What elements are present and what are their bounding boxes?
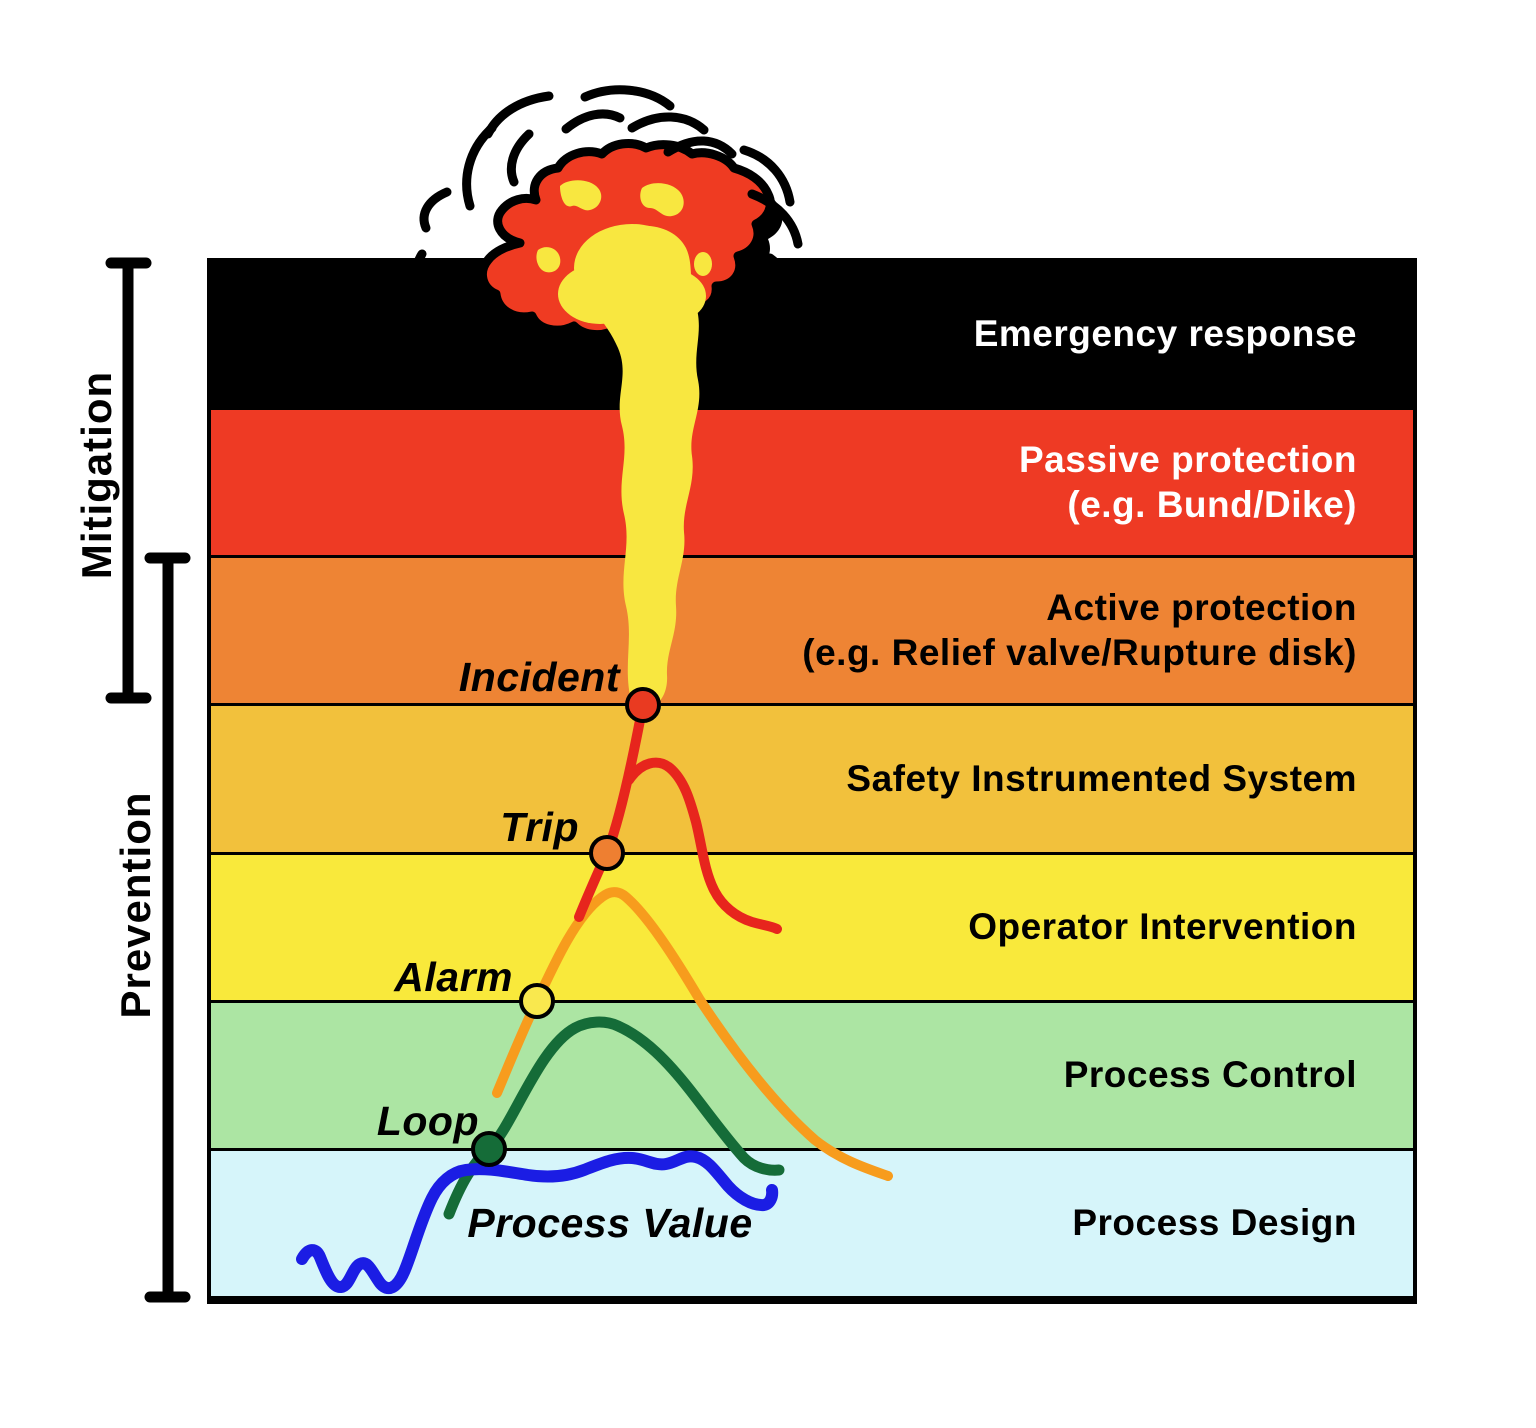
band-label: Emergency response — [973, 313, 1357, 355]
band-operator-intervention: Operator Intervention — [211, 854, 1413, 1003]
band-emergency-response: Emergency response — [211, 262, 1413, 411]
prevention-label: Prevention — [112, 791, 159, 1019]
band-label: Process Control — [1063, 1054, 1357, 1096]
shock-arc — [483, 91, 554, 139]
shock-arc — [663, 136, 737, 159]
trip-label: Trip — [500, 804, 579, 850]
shock-arc — [561, 109, 625, 134]
band-label-line2: (e.g. Relief valve/Rupture disk) — [802, 631, 1357, 673]
band-label: Active protection — [1046, 587, 1357, 629]
band-process-design: Process Design — [211, 1150, 1413, 1296]
alarm-label: Alarm — [394, 954, 513, 1000]
shock-arc — [739, 145, 795, 207]
band-active-protection: Active protection (e.g. Relief valve/Rup… — [211, 558, 1413, 707]
shock-arc — [419, 187, 452, 233]
shock-arc — [627, 112, 709, 135]
loop-label: Loop — [376, 1098, 479, 1144]
protection-layer-stack: Emergency response Passive protection (e… — [207, 258, 1417, 1304]
band-label: Safety Instrumented System — [846, 757, 1357, 799]
process-value-label: Process Value — [467, 1200, 753, 1246]
band-label: Operator Intervention — [968, 905, 1357, 947]
band-passive-protection: Passive protection (e.g. Bund/Dike) — [211, 410, 1413, 559]
band-safety-instrumented-system: Safety Instrumented System — [211, 706, 1413, 855]
shock-arc — [462, 123, 497, 211]
mitigation-label: Mitigation — [73, 370, 120, 580]
band-label: Process Design — [1072, 1202, 1357, 1244]
incident-label: Incident — [458, 654, 620, 700]
band-label-line2: (e.g. Bund/Dike) — [1067, 483, 1357, 525]
shock-arc — [580, 85, 675, 111]
shock-arc — [506, 129, 534, 187]
shock-arc — [747, 189, 803, 249]
band-label: Passive protection — [1018, 439, 1357, 481]
